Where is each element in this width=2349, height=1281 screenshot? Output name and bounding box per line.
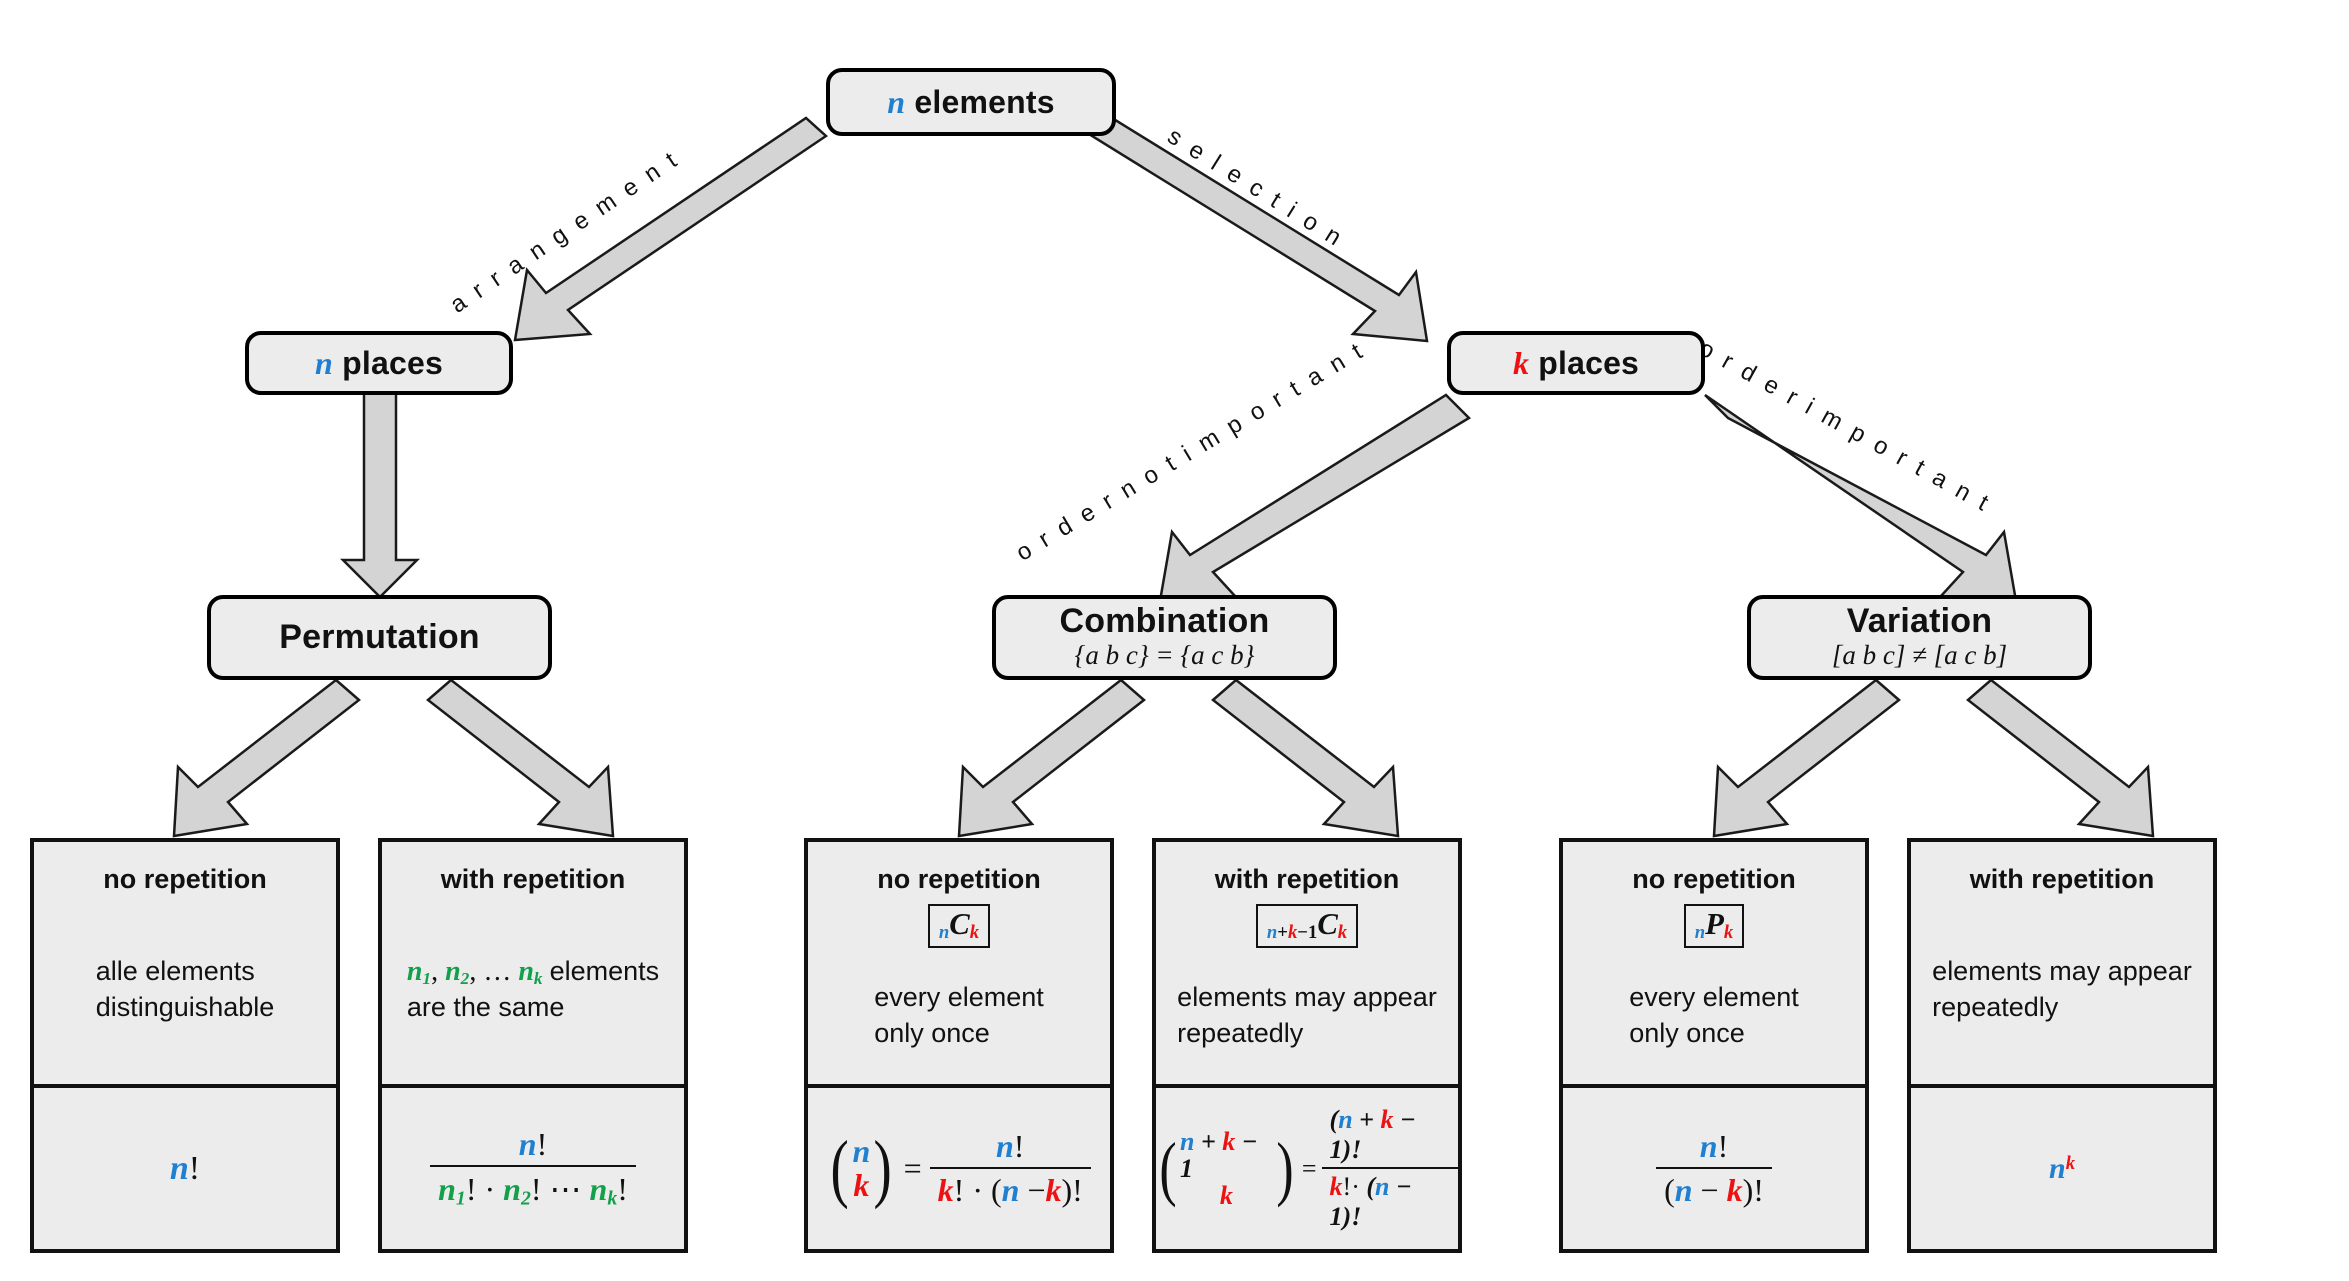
var-n: n — [169, 1149, 189, 1187]
leaf-description-line1: every element — [874, 982, 1044, 1013]
leaf-formula: n! (n − k)! — [1563, 1084, 1865, 1249]
leaf-heading: no repetition — [103, 864, 267, 894]
node-n-elements[interactable]: n elements — [826, 68, 1116, 136]
leaf-heading: with repetition — [1969, 864, 2155, 894]
leaf-description: every element only once — [1621, 980, 1807, 1052]
leaf-combination-with-repetition[interactable]: with repetition n+k−1Ck elements may app… — [1152, 838, 1462, 1253]
node-combination-title: Combination — [1059, 602, 1270, 641]
leaf-description-line2: only once — [1629, 1018, 1745, 1049]
node-variation-title: Variation — [1846, 602, 1993, 641]
var-k: k — [1512, 344, 1530, 381]
node-variation-subtitle: [a b c] ≠ [a c b] — [1831, 640, 2008, 671]
leaf-description: every element only once — [866, 980, 1052, 1052]
leaf-upper: no repetition nCk every element only onc… — [808, 842, 1110, 1084]
node-k-places-text: places — [1538, 344, 1640, 381]
leaf-description: elements may appear repeatedly — [1169, 980, 1445, 1052]
leaf-description: n1, n2, … nk elements are the same — [406, 955, 660, 1023]
node-combination-subtitle: {a b c} = {a c b} — [1074, 640, 1255, 671]
arrow-combination-no-repetition — [957, 678, 1146, 838]
leaf-heading: no repetition — [877, 864, 1041, 894]
arrow-order-important — [1704, 393, 2018, 603]
node-n-elements-label: n elements — [887, 84, 1054, 121]
leaf-upper: no repetition nPk every element only onc… — [1563, 842, 1865, 1084]
leaf-description-line1: elements may appear — [1932, 955, 2192, 986]
var-n: n — [315, 344, 334, 381]
node-n-places[interactable]: n places — [245, 331, 513, 395]
leaf-formula: nk — [1911, 1084, 2213, 1249]
fraction-numerator: n! — [996, 1128, 1025, 1164]
leaf-description-line1: every element — [1629, 982, 1799, 1013]
leaf-description-line2: repeatedly — [1932, 991, 2059, 1022]
leaf-heading: with repetition — [1214, 864, 1400, 894]
notation-nCk: nCk — [927, 904, 991, 949]
leaf-formula: ( n + k − 1 k ) = (n + k − 1)! k!· (n — [1156, 1084, 1458, 1249]
binomial-coefficient: ( n k ) — [830, 1125, 893, 1210]
fraction-denominator: (n − k)! — [1656, 1167, 1772, 1209]
arrow-variation-no-repetition — [1712, 678, 1901, 838]
leaf-description-line2: are the same — [406, 992, 565, 1023]
leaf-heading: no repetition — [1632, 864, 1796, 894]
leaf-combination-no-repetition[interactable]: no repetition nCk every element only onc… — [804, 838, 1114, 1253]
leaf-description-line2: repeatedly — [1177, 1018, 1304, 1049]
leaf-variation-with-repetition[interactable]: with repetition elements may appear repe… — [1907, 838, 2217, 1253]
node-n-places-text: places — [342, 344, 443, 381]
fraction-denominator: k! · (n −k)! — [929, 1167, 1091, 1209]
leaf-upper: with repetition n1, n2, … nk elements ar… — [382, 842, 684, 1084]
leaf-formula: ( n k ) = n! k! · (n −k)! — [808, 1084, 1110, 1249]
node-variation[interactable]: Variation [a b c] ≠ [a c b] — [1747, 595, 2092, 680]
leaf-permutation-no-repetition[interactable]: no repetition alle elements distinguisha… — [30, 838, 340, 1253]
node-permutation-title: Permutation — [279, 618, 480, 656]
node-k-places[interactable]: k places — [1447, 331, 1705, 395]
node-k-places-label: k places — [1513, 345, 1639, 382]
arrow-arrangement — [513, 116, 829, 342]
node-combination[interactable]: Combination {a b c} = {a c b} — [992, 595, 1337, 680]
leaf-description-line1: elements may appear — [1177, 982, 1437, 1013]
notation-n-plus-k-minus-1-C-k: n+k−1Ck — [1255, 904, 1359, 949]
fraction-denominator: n1! · n2! ⋯ nk! — [430, 1165, 636, 1210]
factorial-sign: ! — [188, 1149, 201, 1187]
arrow-n-places-to-permutation — [339, 391, 421, 599]
fraction-numerator: n! — [518, 1126, 548, 1163]
binomial-coefficient: ( n + k − 1 k ) — [1159, 1126, 1294, 1211]
notation-nPk: nPk — [1683, 904, 1745, 949]
leaf-variation-no-repetition[interactable]: no repetition nPk every element only onc… — [1559, 838, 1869, 1253]
arrow-combination-with-repetition — [1211, 678, 1400, 838]
arrow-permutation-with-repetition — [426, 678, 615, 838]
leaf-upper: no repetition alle elements distinguisha… — [34, 842, 336, 1084]
equals-sign: = — [903, 1150, 922, 1186]
leaf-formula: n! — [34, 1084, 336, 1249]
leaf-description: elements may appear repeatedly — [1924, 954, 2200, 1026]
var-n: n — [887, 83, 906, 120]
node-n-elements-text: elements — [914, 83, 1055, 120]
leaf-description-line2: only once — [874, 1018, 990, 1049]
arrow-selection — [1089, 116, 1429, 343]
leaf-description-line1: alle elements — [95, 955, 255, 986]
leaf-permutation-with-repetition[interactable]: with repetition n1, n2, … nk elements ar… — [378, 838, 688, 1253]
leaf-upper: with repetition n+k−1Ck elements may app… — [1156, 842, 1458, 1084]
fraction-numerator: (n + k − 1)! — [1329, 1105, 1416, 1164]
arrow-permutation-no-repetition — [172, 678, 361, 838]
node-n-places-label: n places — [315, 345, 443, 382]
fraction-numerator: n! — [1699, 1128, 1729, 1164]
arrow-variation-with-repetition — [1966, 678, 2155, 838]
leaf-upper: with repetition elements may appear repe… — [1911, 842, 2213, 1084]
equals-sign: = — [1301, 1153, 1317, 1183]
fraction-denominator: k!· (n − 1)! — [1321, 1167, 1458, 1232]
leaf-heading: with repetition — [440, 864, 626, 894]
leaf-description-word: elements — [549, 955, 660, 986]
node-permutation[interactable]: Permutation — [207, 595, 552, 680]
leaf-description: alle elements distinguishable — [88, 954, 283, 1026]
leaf-formula: n! n1! · n2! ⋯ nk! — [382, 1084, 684, 1249]
leaf-description-line2: distinguishable — [95, 991, 275, 1022]
